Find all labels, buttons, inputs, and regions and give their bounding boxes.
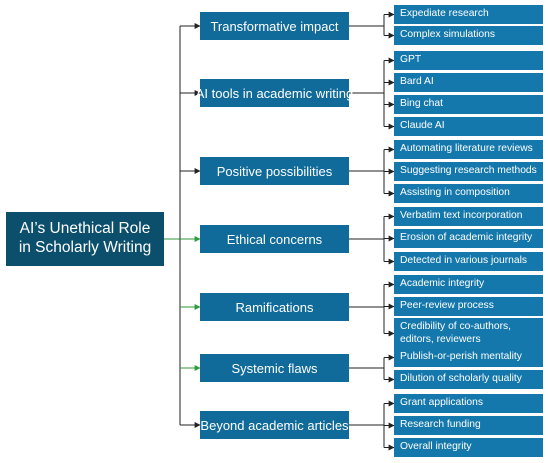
leaf-node: Research funding [394,416,543,435]
leaf-node: Bard AI [394,73,543,92]
leaf-label: Suggesting research methods [400,165,537,177]
leaf-node: Publish-or-perish mentality [394,348,543,367]
category-label: Beyond academic articles [200,417,349,433]
leaf-label: Detected in various journals [400,255,528,267]
category-node: Ethical concerns [200,225,349,253]
leaf-node: Verbatim text incorporation [394,207,543,226]
leaf-label: Credibility of co-authors, editors, revi… [400,321,512,345]
leaf-label: Claude AI [400,120,445,132]
leaf-node: Expediate research [394,5,543,24]
leaf-node: Bing chat [394,95,543,114]
category-label: Systemic flaws [231,360,318,376]
category-label: Transformative impact [210,18,339,34]
category-label: Ramifications [235,299,314,315]
leaf-node: Credibility of co-authors, editors, revi… [394,318,543,349]
leaf-node: Assisting in composition [394,184,543,203]
leaf-node: Erosion of academic integrity [394,229,543,248]
leaf-label: Overall integrity [400,441,472,453]
leaf-label: Peer-review process [400,300,494,312]
leaf-label: Bard AI [400,76,434,88]
leaf-label: GPT [400,54,422,66]
leaf-label: Expediate research [400,8,489,20]
category-node: Beyond academic articles [200,411,349,439]
leaf-label: Automating literature reviews [400,143,533,155]
leaf-node: Complex simulations [394,26,543,45]
root-node: AI’s Unethical Role in Scholarly Writing [6,212,164,266]
category-node: Systemic flaws [200,354,349,382]
leaf-node: Academic integrity [394,275,543,294]
leaf-label: Grant applications [400,397,483,409]
leaf-label: Bing chat [400,98,443,110]
category-label: Positive possibilities [216,163,333,179]
leaf-label: Publish-or-perish mentality [400,351,522,363]
leaf-node: Suggesting research methods [394,162,543,181]
category-node: Ramifications [200,293,349,321]
category-label: AI tools in academic writing [195,85,354,101]
leaf-node: Detected in various journals [394,252,543,271]
leaf-label: Dilution of scholarly quality [400,373,522,385]
category-node: AI tools in academic writing [196,79,353,107]
leaf-node: Overall integrity [394,438,543,457]
leaf-node: Peer-review process [394,297,543,316]
leaf-label: Research funding [400,419,481,431]
category-node: Transformative impact [200,12,349,40]
leaf-node: Claude AI [394,117,543,136]
leaf-label: Complex simulations [400,29,495,41]
root-label: AI’s Unethical Role in Scholarly Writing [18,220,152,256]
leaf-node: Dilution of scholarly quality [394,370,543,389]
leaf-label: Verbatim text incorporation [400,210,523,222]
category-node: Positive possibilities [200,157,349,185]
leaf-label: Erosion of academic integrity [400,232,533,244]
leaf-label: Assisting in composition [400,187,510,199]
leaf-label: Academic integrity [400,278,485,290]
leaf-node: Grant applications [394,394,543,413]
category-label: Ethical concerns [226,231,323,247]
leaf-node: Automating literature reviews [394,140,543,159]
leaf-node: GPT [394,51,543,70]
